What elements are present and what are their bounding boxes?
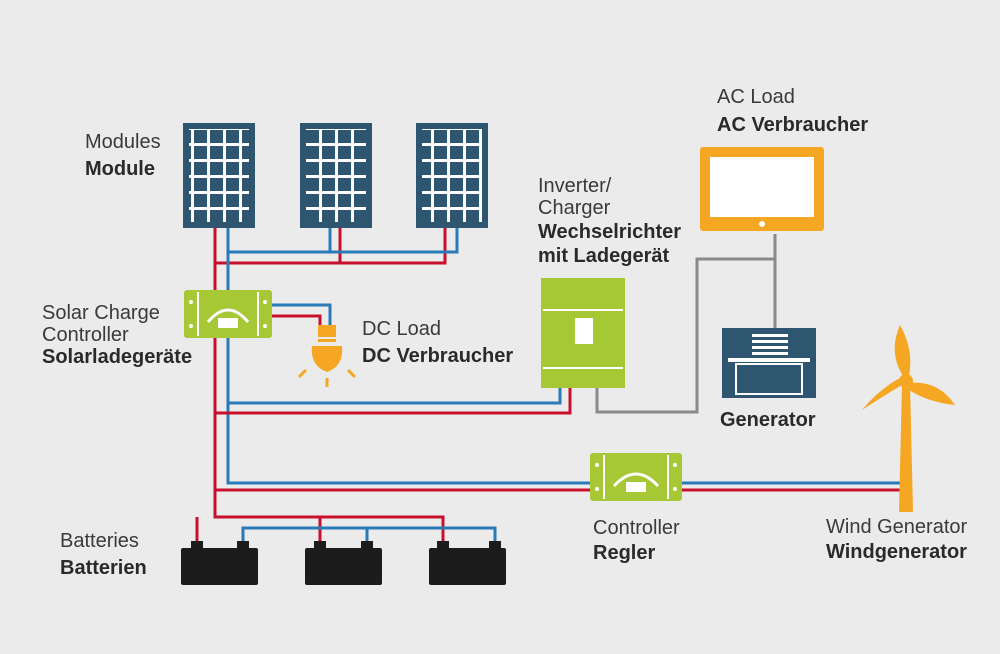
inverter-charger xyxy=(541,278,625,388)
solar-controller-label-en2: Controller xyxy=(42,324,129,346)
wind-controller xyxy=(590,453,682,501)
ac-load-label: AC Load AC Verbraucher xyxy=(717,86,868,136)
controller-label-de: Regler xyxy=(593,542,656,564)
batteries-label-de: Batterien xyxy=(60,557,147,579)
battery-bus-positive xyxy=(195,490,445,543)
dc-load-wire-negative xyxy=(264,303,332,325)
generator-icon xyxy=(722,328,816,398)
modules-label: Modules Module xyxy=(85,131,161,180)
solar-controller-label: Solar Charge Controller Solarladegeräte xyxy=(42,302,192,368)
controller-label: Controller Regler xyxy=(593,517,680,564)
dc-load-bulb-icon xyxy=(297,325,357,387)
inverter-wire-negative xyxy=(228,388,562,405)
wind-turbine-icon xyxy=(862,325,955,512)
ac-wire xyxy=(595,234,777,414)
batteries-label: Batteries Batterien xyxy=(60,530,147,579)
inverter-label: Inverter/ Charger Wechselrichter mit Lad… xyxy=(538,175,681,267)
batteries-label-en: Batteries xyxy=(60,530,139,552)
solar-panel-1 xyxy=(183,123,255,228)
battery-bus-negative xyxy=(241,526,497,543)
inverter-wire-positive xyxy=(215,388,572,415)
inverter-label-de1: Wechselrichter xyxy=(538,221,682,243)
dc-load-label-de: DC Verbraucher xyxy=(362,345,514,367)
dc-load-label-en: DC Load xyxy=(362,318,441,340)
wind-label-en: Wind Generator xyxy=(826,516,968,538)
solar-panel-2 xyxy=(300,123,372,228)
inverter-label-en2: Charger xyxy=(538,197,611,219)
modules-label-en: Modules xyxy=(85,131,161,153)
dc-load-label: DC Load DC Verbraucher xyxy=(362,318,513,367)
modules-label-de: Module xyxy=(85,158,155,180)
solar-panel-3 xyxy=(416,123,488,228)
battery-2 xyxy=(305,541,382,585)
generator-label: Generator xyxy=(720,409,816,431)
dc-load-wire-positive xyxy=(264,314,322,325)
controller-label-en: Controller xyxy=(593,517,680,539)
generator-label-de: Generator xyxy=(720,409,816,431)
ac-load-monitor-icon xyxy=(700,147,824,231)
inverter-label-en1: Inverter/ xyxy=(538,175,612,197)
ac-load-label-en: AC Load xyxy=(717,86,795,108)
ac-load-label-de: AC Verbraucher xyxy=(717,114,869,136)
battery-3 xyxy=(429,541,506,585)
inverter-label-de2: mit Ladegerät xyxy=(538,245,670,267)
solar-controller-label-de: Solarladegeräte xyxy=(42,346,193,368)
solar-charge-controller xyxy=(184,290,272,338)
battery-1 xyxy=(181,541,258,585)
wind-label: Wind Generator Windgenerator xyxy=(826,516,967,563)
wind-label-de: Windgenerator xyxy=(826,541,967,563)
solar-controller-label-en1: Solar Charge xyxy=(42,302,160,324)
